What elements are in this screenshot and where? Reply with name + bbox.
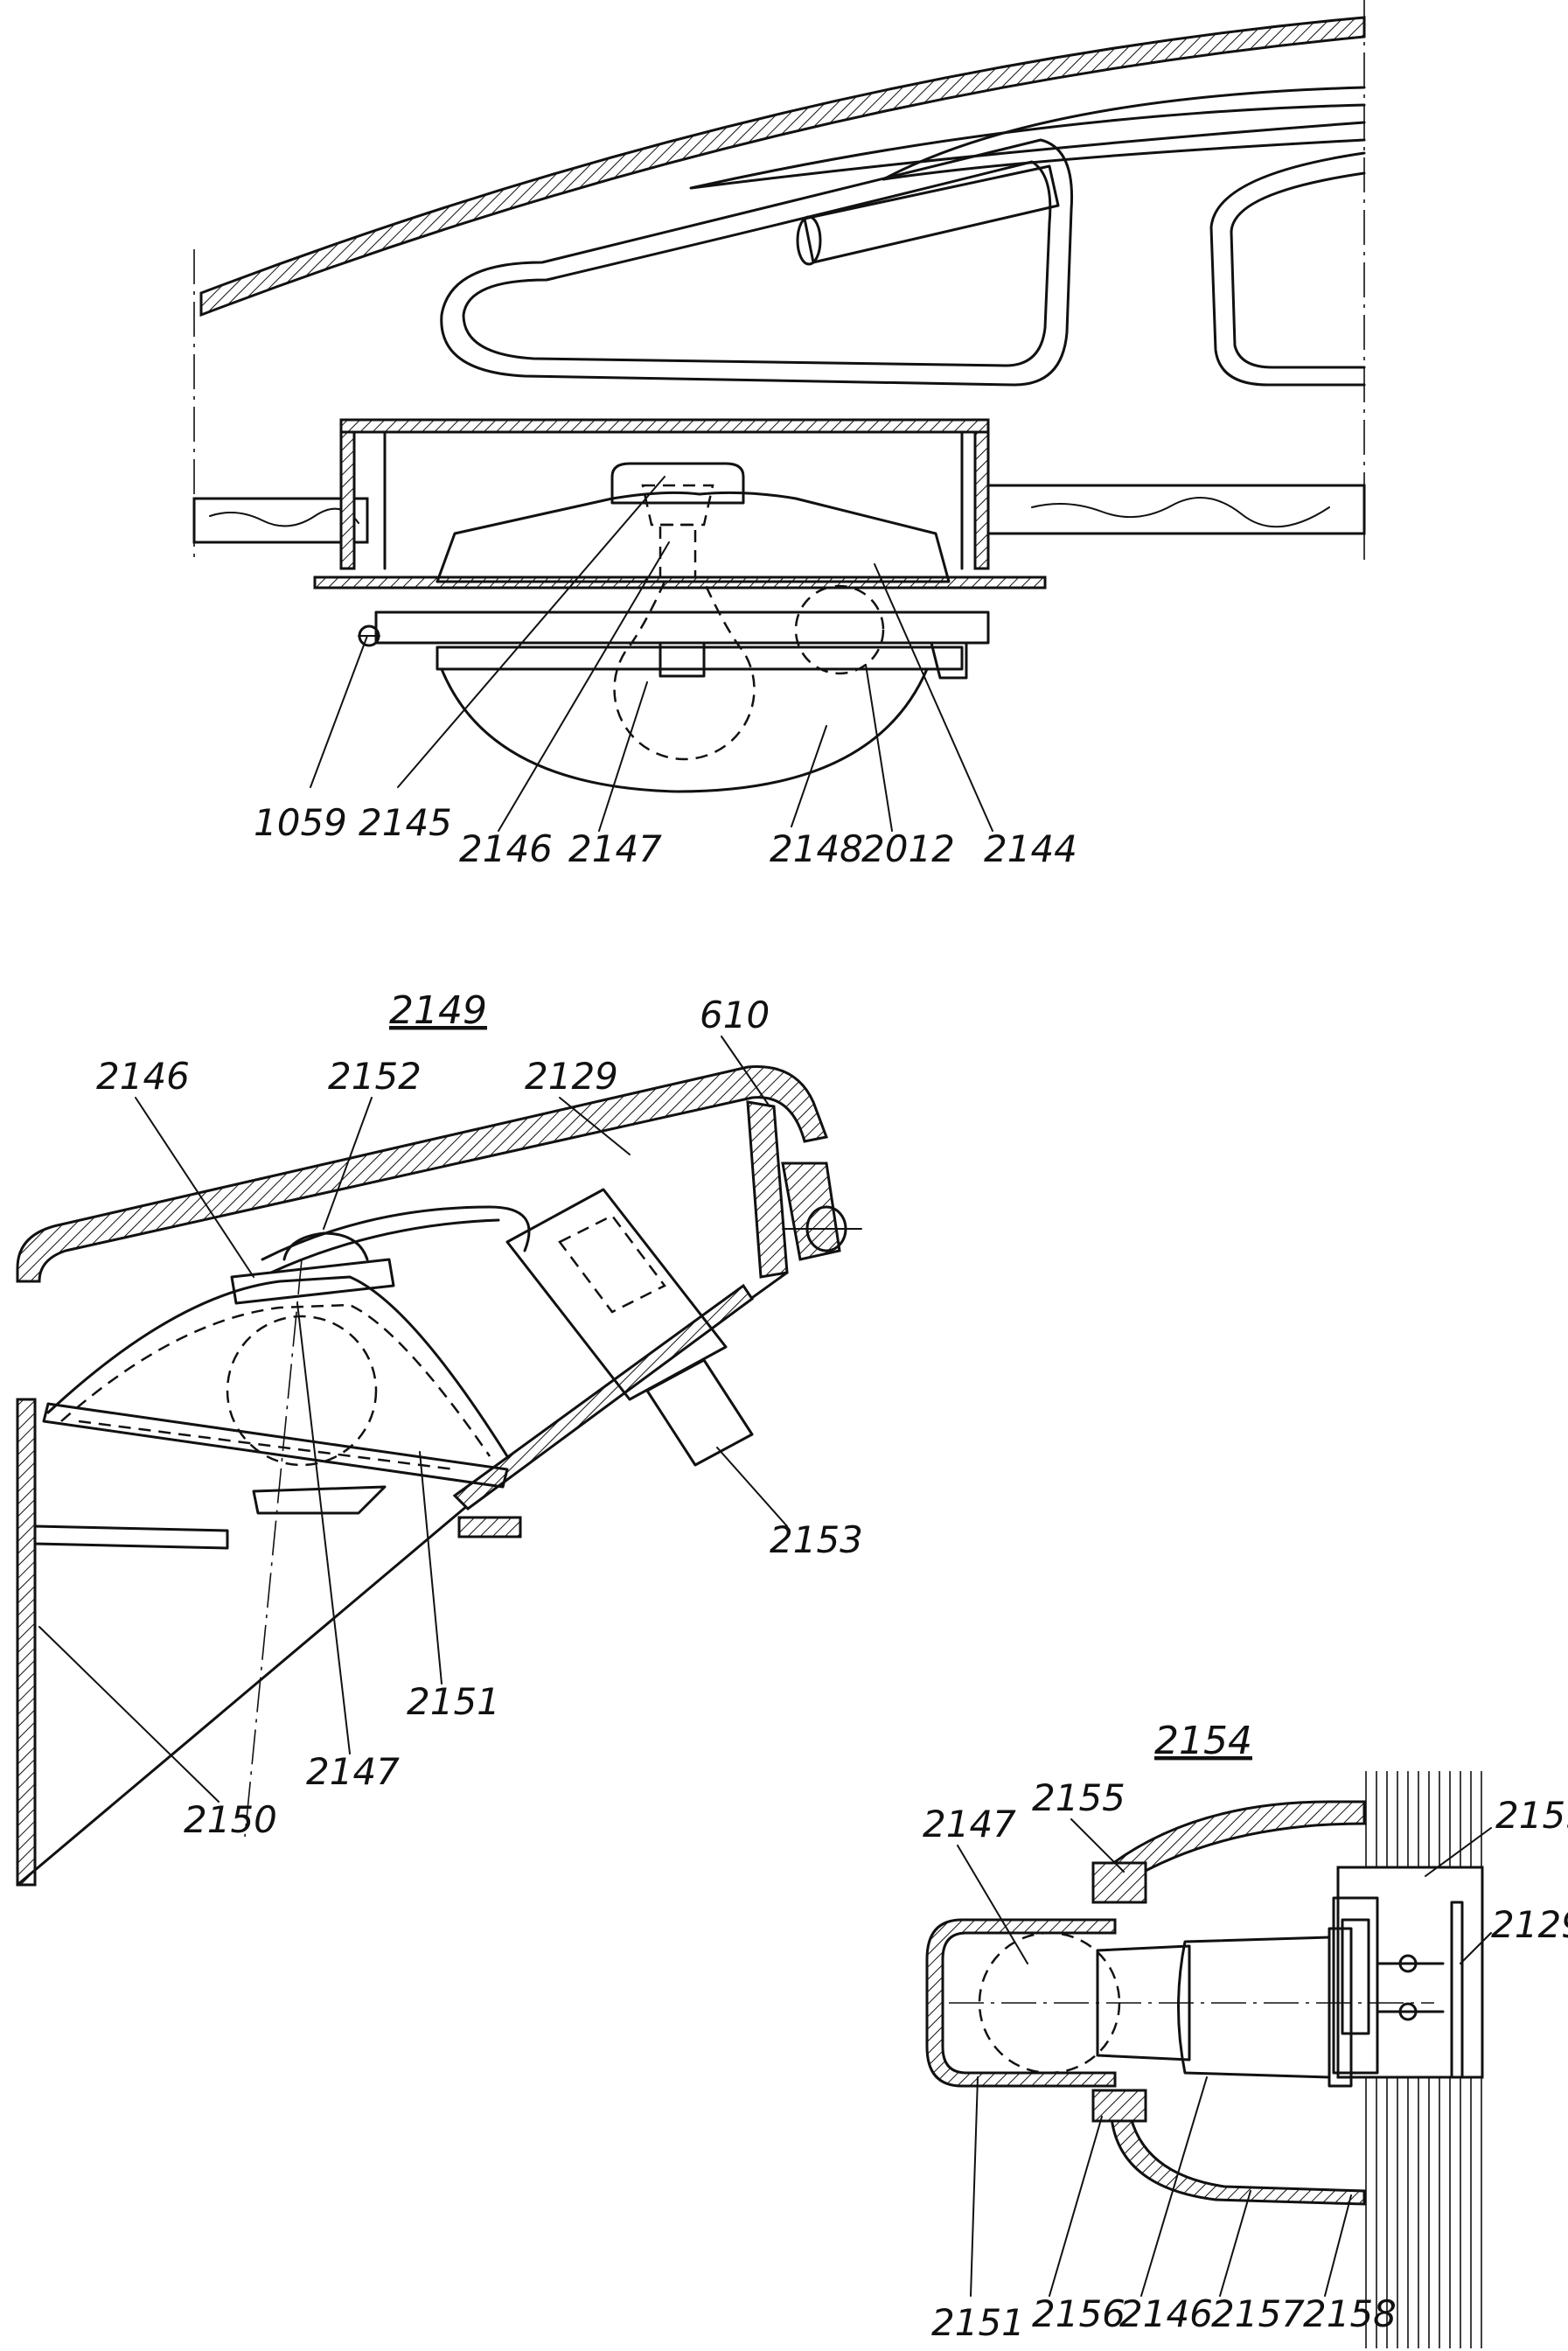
label-2151: 2151 [407,1680,500,1723]
lens-2148 [440,667,929,793]
label-2148: 2148 [770,827,863,870]
label-2155: 2155 [1032,1776,1125,1819]
roof-skin [199,16,1366,317]
label-2146: 2146 [1119,2292,1213,2335]
label-2012: 2012 [861,827,955,870]
globe-2151 [925,1918,1117,2088]
label-2129: 2129 [1491,1903,1568,1946]
shelf [33,1524,229,1550]
label-2144: 2144 [984,827,1077,870]
label-2159: 2159 [1495,1794,1568,1837]
slot [252,1485,387,1515]
lens-frame-lower [436,645,964,671]
label-2146: 2146 [459,827,553,870]
wood-grain [209,507,359,527]
casing-top [16,1065,829,1283]
socket-top [282,1231,369,1261]
bulb-2147-hidden [613,581,756,761]
label-2152: 2152 [328,1055,422,1098]
label-2156: 2156 [1032,2292,1125,2335]
label-610: 610 [700,994,770,1036]
bracket-block [781,1162,841,1261]
terminal-insert [1341,1918,1370,2035]
gasket-2155 [1091,1861,1147,1904]
socket-cap-2145 [610,462,745,505]
figure-1-car-roof-lamp: 1059 2145 2146 2147 2148 2012 2144 [192,0,1366,870]
optical-axis [244,1259,303,1838]
lens-rim [42,1402,509,1489]
socket-2146 [1177,1936,1331,2079]
box-wall-right [973,422,990,570]
terminal-screws [1376,1954,1445,2021]
wood-grain [1031,497,1330,528]
figure-2149-angled-lamp: 2149 [16,988,863,1887]
label-2151: 2151 [931,2301,1025,2344]
figure-1-leaders [310,476,993,832]
pipe-loop-right [1209,151,1366,387]
wire-2152 [261,1205,531,1261]
bulb-clip [659,641,706,678]
label-2150: 2150 [184,1798,277,1841]
gasket-2156 [1091,2089,1147,2123]
socket-ring-2146 [230,1258,395,1305]
casing-wall [16,1398,37,1887]
socket-2146-hidden [641,484,714,527]
box-wall-left [339,422,356,570]
label-2147: 2147 [306,1750,400,1793]
label-2147: 2147 [923,1803,1016,1845]
figure-2-leaders [38,1036,788,1803]
clip-block [457,1516,522,1538]
lining-board-right [986,484,1366,535]
label-2157: 2157 [1211,2292,1305,2335]
title-2149: 2149 [389,988,487,1033]
pipe-loop-left-inner [462,160,1052,367]
pipe-loop-left [440,138,1074,387]
bulb-2147-hidden [226,1315,378,1467]
bulb-neck [1096,1944,1191,2061]
label-2145: 2145 [359,801,452,844]
pipe-upper [689,103,1366,190]
label-2153: 2153 [770,1518,863,1561]
reflector-2151 [46,1275,509,1458]
label-2129: 2129 [525,1055,618,1098]
reflector-inner-hidden [60,1303,491,1457]
bracket-610 [746,1100,789,1279]
conduit-end [796,215,822,266]
hood-bottom-2157 [1109,2102,1366,2206]
label-1059: 1059 [254,801,347,844]
lens-rim-hidden [78,1420,456,1471]
lamp-housing-2144 [436,491,951,583]
socket-flange [1328,1927,1353,2088]
base-plate [16,1271,789,1887]
switch-knob-2153 [645,1358,754,1467]
hood-top [1098,1800,1366,1882]
label-2158: 2158 [1303,2292,1397,2335]
pipe-loop-right-inner [1230,171,1366,369]
box-top [339,418,990,434]
title-2154: 2154 [1154,1719,1252,1763]
latch [930,641,968,680]
figure-2154-wall-lamp: 2154 [923,1719,1568,2348]
socket-neck-hidden [659,523,697,579]
wire-2152b [269,1218,500,1274]
conduit-tube [803,164,1060,264]
label-2146: 2146 [96,1055,190,1098]
part-2012-hidden [794,584,885,675]
figure-3-leaders [957,1818,1492,2297]
lens-frame [374,610,990,645]
label-2147: 2147 [568,827,662,870]
switch-body [505,1188,728,1401]
back-plate-2129 [1450,1901,1464,2079]
lining-board-left [192,497,369,544]
terminal-block [1332,1896,1379,2075]
pipe-rail [882,86,1366,181]
switch-internal-hidden [558,1214,666,1314]
base-plate-hatched [452,1283,755,1510]
